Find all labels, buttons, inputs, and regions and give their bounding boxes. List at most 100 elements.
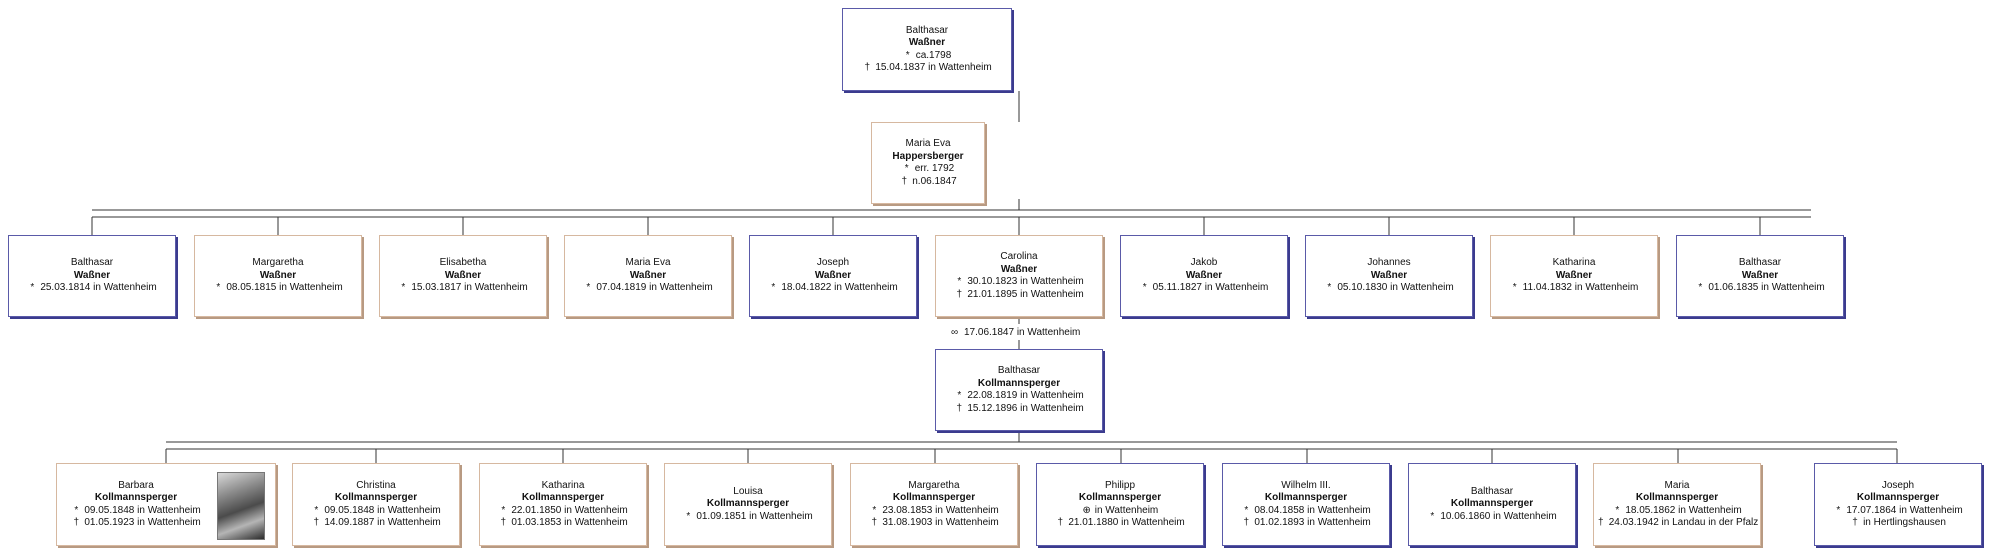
first-name: Balthasar [1738, 257, 1782, 269]
date-line-1: *25.03.1814 in Wattenheim [9, 282, 175, 295]
surname: Waßner [814, 269, 852, 281]
date-line-1: *22.01.1850 in Wattenheim [480, 505, 646, 518]
person-card-child-10[interactable]: Balthasar Waßner *01.06.1835 in Wattenhe… [1676, 235, 1844, 317]
date-line-2: †01.05.1923 in Wattenheim [57, 517, 215, 530]
person-card-grandchild-9[interactable]: Maria Kollmannsperger *18.05.1862 in Wat… [1593, 463, 1761, 546]
date-line-1: *07.04.1819 in Wattenheim [565, 282, 731, 295]
date-line-2: †01.02.1893 in Wattenheim [1223, 517, 1389, 530]
surname: Kollmannsperger [1856, 492, 1940, 503]
portrait-photo[interactable] [217, 472, 265, 540]
first-name: Christina [356, 479, 396, 491]
date-line-1: *01.09.1851 in Wattenheim [665, 511, 831, 524]
date-line-2: †21.01.1880 in Wattenheim [1037, 517, 1203, 530]
person-card-child-8[interactable]: Johannes Waßner *05.10.1830 in Wattenhei… [1305, 235, 1473, 317]
birth-symbol-icon: * [216, 282, 221, 294]
date-line-1: *22.08.1819 in Wattenheim [936, 390, 1102, 403]
date-line-1: *18.05.1862 in Wattenheim [1594, 505, 1760, 518]
surname: Kollmannsperger [892, 492, 976, 503]
death-symbol-icon: † [956, 402, 963, 414]
person-card-child-1[interactable]: Balthasar Waßner *25.03.1814 in Wattenhe… [8, 235, 176, 317]
surname: Waßner [73, 269, 111, 281]
death-symbol-icon: † [901, 175, 908, 187]
date-line-2: †21.01.1895 in Wattenheim [936, 289, 1102, 302]
first-name: Balthasar [70, 257, 114, 269]
date-line-1: *30.10.1823 in Wattenheim [936, 276, 1102, 289]
person-card-child-4[interactable]: Maria Eva Waßner *07.04.1819 in Wattenhe… [564, 235, 732, 317]
birth-symbol-icon: * [1327, 282, 1332, 294]
person-card-grandchild-5[interactable]: Margaretha Kollmannsperger *23.08.1853 i… [850, 463, 1018, 546]
surname: Kollmannsperger [977, 377, 1061, 389]
date-line-1: *err. 1792 [872, 163, 984, 176]
surname: Waßner [1185, 269, 1223, 281]
surname: Waßner [629, 269, 667, 281]
first-name: Balthasar [997, 365, 1041, 376]
person-card-grandchild-6[interactable]: Philipp Kollmannsperger ⊕in Wattenheim †… [1036, 463, 1204, 546]
birth-symbol-icon: * [1512, 282, 1517, 294]
person-card-grandchild-8[interactable]: Balthasar Kollmannsperger *10.06.1860 in… [1408, 463, 1576, 546]
date-line-1: *05.11.1827 in Wattenheim [1121, 282, 1287, 295]
birth-symbol-icon: * [586, 282, 591, 294]
birth-symbol-icon: * [872, 504, 877, 516]
birth-symbol-icon: * [30, 282, 35, 294]
date-line-2: †in Hertlingshausen [1815, 517, 1981, 530]
first-name: Louisa [733, 485, 763, 497]
first-name: Philipp [1104, 479, 1136, 491]
date-line-2: †24.03.1942 in Landau in der Pfalz [1594, 517, 1760, 530]
death-symbol-icon: † [956, 288, 963, 300]
birth-symbol-icon: * [1430, 510, 1435, 522]
death-symbol-icon: † [1852, 517, 1858, 528]
date-line-2: †31.08.1903 in Wattenheim [851, 517, 1017, 530]
birth-symbol-icon: * [957, 276, 962, 287]
person-card-child-2[interactable]: Margaretha Waßner *08.05.1815 in Wattenh… [194, 235, 362, 317]
first-name: Joseph [1881, 479, 1915, 491]
person-card-child-5[interactable]: Joseph Waßner *18.04.1822 in Wattenheim [749, 235, 917, 317]
person-card-root[interactable]: Balthasar Waßner *ca.1798 †15.04.1837 in… [842, 8, 1012, 91]
birth-symbol-icon: * [1142, 282, 1147, 294]
date-line-1: *17.07.1864 in Wattenheim [1815, 505, 1981, 518]
death-symbol-icon: † [1597, 517, 1604, 528]
date-line-1: *01.06.1835 in Wattenheim [1677, 282, 1843, 295]
first-name: Joseph [816, 257, 850, 269]
date-line-1: *08.05.1815 in Wattenheim [195, 282, 361, 295]
date-line-1: *15.03.1817 in Wattenheim [380, 282, 546, 295]
surname: Kollmannsperger [94, 492, 178, 503]
person-card-grandchild-2[interactable]: Christina Kollmannsperger *09.05.1848 in… [292, 463, 460, 546]
marriage-date: 17.06.1847 in Wattenheim [964, 327, 1081, 338]
person-card-child-6[interactable]: Carolina Waßner *30.10.1823 in Wattenhei… [935, 235, 1103, 317]
marriage-symbol-icon: ∞ [951, 327, 959, 338]
date-line-1: *09.05.1848 in Wattenheim [57, 505, 215, 518]
date-line-1: *08.04.1858 in Wattenheim [1223, 505, 1389, 518]
date-line-1: *23.08.1853 in Wattenheim [851, 505, 1017, 518]
death-symbol-icon: † [864, 62, 871, 73]
person-card-grandchild-10[interactable]: Joseph Kollmannsperger *17.07.1864 in Wa… [1814, 463, 1982, 546]
first-name: Maria [1664, 479, 1690, 491]
date-line-2: †14.09.1887 in Wattenheim [293, 517, 459, 530]
date-line-1: *18.04.1822 in Wattenheim [750, 282, 916, 295]
person-card-grandchild-3[interactable]: Katharina Kollmannsperger *22.01.1850 in… [479, 463, 647, 546]
death-symbol-icon: † [871, 517, 878, 528]
death-symbol-icon: † [500, 517, 507, 528]
surname: Waßner [1000, 263, 1038, 275]
person-card-child-9[interactable]: Katharina Waßner *11.04.1832 in Wattenhe… [1490, 235, 1658, 317]
date-line-2: †01.03.1853 in Wattenheim [480, 517, 646, 530]
first-name: Maria Eva [625, 257, 671, 269]
surname: Waßner [1741, 269, 1779, 281]
death-symbol-icon: † [1057, 517, 1064, 528]
first-name: Margaretha [908, 479, 960, 491]
first-name: Johannes [1367, 257, 1411, 269]
surname: Kollmannsperger [1635, 492, 1719, 503]
surname: Waßner [908, 37, 946, 48]
surname: Waßner [259, 269, 297, 281]
birth-symbol-icon: * [1836, 504, 1841, 516]
person-card-carolina-spouse[interactable]: Balthasar Kollmannsperger *22.08.1819 in… [935, 349, 1103, 431]
person-card-child-7[interactable]: Jakob Waßner *05.11.1827 in Wattenheim [1120, 235, 1288, 317]
marriage-label: ∞ 17.06.1847 in Wattenheim [951, 327, 1080, 338]
person-card-grandchild-7[interactable]: Wilhelm III. Kollmannsperger *08.04.1858… [1222, 463, 1390, 546]
person-card-child-3[interactable]: Elisabetha Waßner *15.03.1817 in Wattenh… [379, 235, 547, 317]
person-card-spouse[interactable]: Maria Eva Happersberger *err. 1792 †n.06… [871, 122, 985, 204]
person-card-grandchild-4[interactable]: Louisa Kollmannsperger *01.09.1851 in Wa… [664, 463, 832, 546]
birth-symbol-icon: * [401, 282, 406, 294]
surname: Kollmannsperger [1078, 492, 1162, 503]
person-card-grandchild-1[interactable]: Barbara Kollmannsperger *09.05.1848 in W… [56, 463, 276, 546]
